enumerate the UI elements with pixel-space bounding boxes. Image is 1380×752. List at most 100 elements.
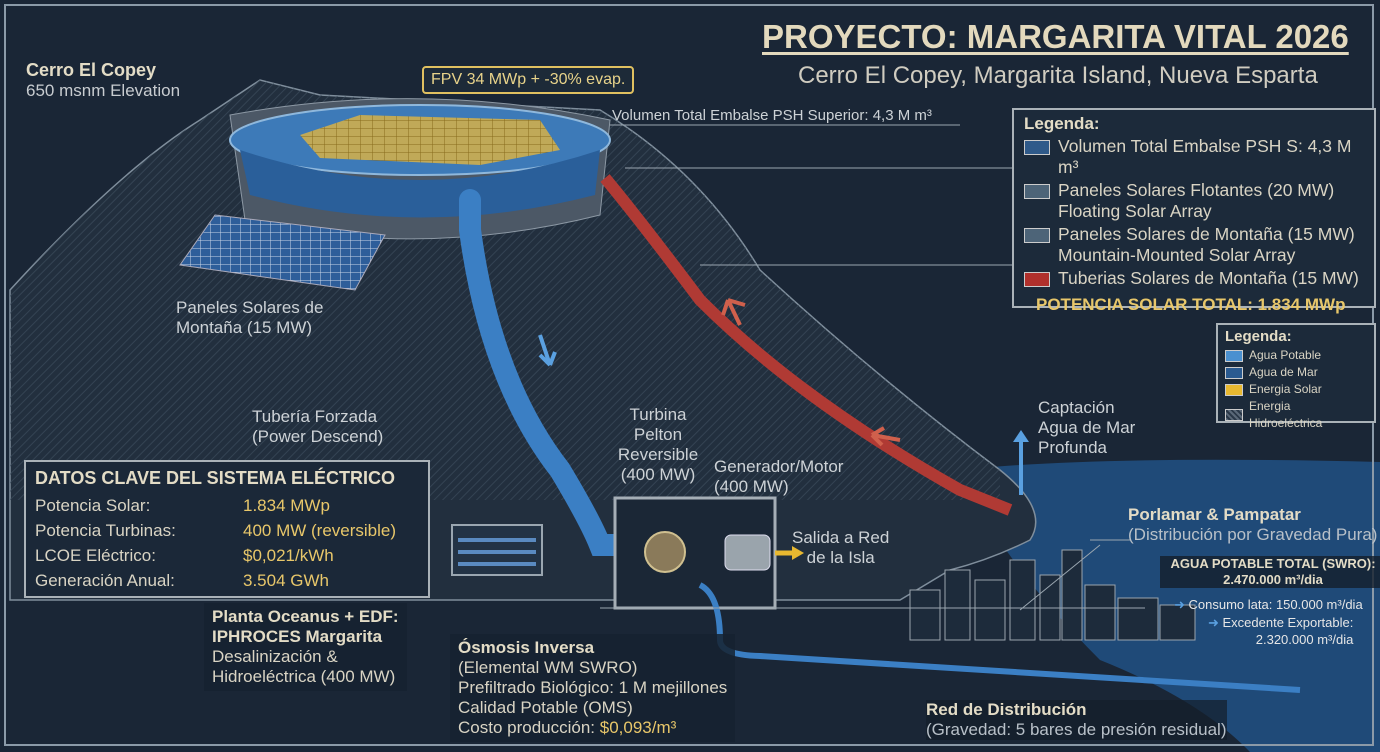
- plant-panel: Planta Oceanus + EDF: IPHROCES Margarita…: [204, 603, 407, 691]
- hydro-energy-swatch-icon: [1225, 409, 1243, 421]
- label-line: Montaña (15 MW): [176, 318, 313, 337]
- legend-item: Agua de Mar: [1225, 364, 1367, 381]
- osmosis-line: Calidad Potable (OMS): [458, 698, 633, 717]
- penstock-pipe: [459, 189, 661, 556]
- key-data-row: LCOE Eléctrico: $0,021/kWh: [35, 543, 419, 568]
- arrow-right-icon: ➜: [1174, 597, 1189, 612]
- page-subtitle: Cerro El Copey, Margarita Island, Nueva …: [798, 62, 1318, 89]
- legend-item: Energia Hidroeléctrica: [1225, 398, 1367, 432]
- mountain-elevation: 650 msnm Elevation: [26, 81, 181, 100]
- cost-label: Costo producción:: [458, 718, 600, 737]
- legend-item: Tuberias Solares de Montaña (15 MW): [1024, 268, 1364, 289]
- mountain-name: Cerro El Copey: [26, 60, 157, 80]
- seawater-pipe: [600, 174, 1013, 516]
- key-value: 3.504 GWh: [243, 571, 329, 590]
- consumption-line: ➜ Consumo lata: 150.000 m³/dia: [1174, 597, 1363, 613]
- label-line: Agua de Mar: [1038, 418, 1136, 437]
- mountain-label: Cerro El Copey 650 msnm Elevation: [26, 60, 180, 101]
- osmosis-line: Prefiltrado Biológico: 1 M mejillones: [458, 678, 728, 697]
- osmosis-line: (Elemental WM SWRO): [458, 658, 638, 677]
- label-line: Captación: [1038, 398, 1115, 417]
- pelton-turbine: [644, 531, 686, 573]
- mountain-solar-array: [179, 214, 386, 291]
- label-line: Reversible: [617, 445, 699, 464]
- fpv-callout: FPV 34 MWp + -30% evap.: [422, 66, 635, 94]
- solar-total: POTENCIA SOLAR TOTAL: 1.834 MWp: [1036, 295, 1346, 314]
- seawater-swatch-icon: [1225, 366, 1243, 379]
- legend-item: Volumen Total Embalse PSH S: 4,3 M m³: [1024, 136, 1364, 178]
- legend-solar: Legenda: Volumen Total Embalse PSH S: 4,…: [1012, 108, 1376, 314]
- legend-item: Agua Potable: [1225, 347, 1367, 364]
- water-total-value: 2.470.000 m³/dia: [1223, 572, 1323, 587]
- turbine-label: Turbina Pelton Reversible (400 MW): [610, 405, 706, 485]
- label-line: Profunda: [1038, 438, 1107, 457]
- legend-label: Energia Hidroeléctrica: [1249, 399, 1323, 430]
- water-total-panel: AGUA POTABLE TOTAL (SWRO): 2.470.000 m³/…: [1160, 556, 1380, 588]
- key-data-row: Potencia Solar:1.834 MWp: [35, 493, 419, 518]
- city-skyline: [909, 549, 1196, 641]
- mountain-solar-swatch-icon: [1024, 228, 1050, 243]
- label-line: (Power Descend): [252, 427, 384, 446]
- label-line: (400 MW): [714, 477, 789, 496]
- arrow-right-icon: ➜: [1208, 615, 1223, 630]
- label-line: Salida a Red: [792, 528, 890, 547]
- reservoir-label: Volumen Total Embalse PSH Superior: 4,3 …: [612, 107, 932, 124]
- potable-water-swatch-icon: [1225, 349, 1243, 362]
- label-line: Pelton: [633, 425, 683, 444]
- surplus-label: Excedente Exportable:: [1222, 615, 1354, 630]
- surplus-line: ➜ Excedente Exportable: 2.320.000 m³/dia: [1208, 614, 1353, 648]
- key-data-row: Potencia Turbinas: 400 MW (reversible): [35, 518, 419, 543]
- distribution-label: Red de Distribución (Gravedad: 5 bares d…: [926, 700, 1227, 740]
- label-line: (400 MW): [620, 465, 696, 484]
- key-data-panel: DATOS CLAVE DEL SISTEMA ELÉCTRICO Potenc…: [24, 460, 430, 598]
- surplus-value: 2.320.000 m³/dia: [1255, 632, 1354, 647]
- osmosis-panel: Ósmosis Inversa (Elemental WM SWRO) Pref…: [450, 634, 736, 742]
- key-label: LCOE Eléctrico:: [35, 546, 156, 565]
- distribution-title: Red de Distribución: [926, 700, 1087, 719]
- label-line: de la Isla: [806, 548, 875, 567]
- penstock-label: Tubería Forzada (Power Descend): [252, 407, 383, 447]
- grid-output-label: Salida a Red de la Isla: [792, 528, 889, 568]
- pipe-swatch-icon: [1024, 272, 1050, 287]
- city-subtitle: (Distribución por Gravedad Pura): [1128, 525, 1378, 544]
- legend-title: Legenda:: [1225, 328, 1292, 345]
- key-data-title: DATOS CLAVE DEL SISTEMA ELÉCTRICO: [35, 468, 396, 488]
- solar-energy-swatch-icon: [1225, 383, 1243, 396]
- label-line: Turbina: [629, 405, 687, 424]
- plant-desc: Hidroeléctrica (400 MW): [212, 667, 396, 686]
- plant-title: Planta Oceanus + EDF:: [212, 607, 399, 626]
- label-line: Tubería Forzada: [252, 407, 378, 426]
- legend-label: Volumen Total Embalse PSH S: 4,3 M m³: [1058, 136, 1352, 177]
- key-label: Potencia Turbinas:: [35, 521, 176, 540]
- legend-title: Legenda:: [1024, 114, 1100, 133]
- page-title: PROYECTO: MARGARITA VITAL 2026: [762, 18, 1349, 55]
- mountain-panels-label: Paneles Solares de Montaña (15 MW): [176, 298, 323, 338]
- consumption-text: Consumo lata: 150.000 m³/dia: [1188, 597, 1363, 612]
- osmosis-title: Ósmosis Inversa: [458, 638, 595, 657]
- key-label: Generación Anual:: [35, 571, 175, 590]
- key-value: $0,021/kWh: [243, 546, 334, 565]
- generator-label: Generador/Motor (400 MW): [714, 457, 843, 497]
- water-total-title: AGUA POTABLE TOTAL (SWRO):: [1170, 556, 1376, 571]
- legend-label: Mountain-Mounted Solar Array: [1058, 245, 1296, 265]
- key-value: 400 MW (reversible): [243, 521, 397, 540]
- plant-desc: Desalinización &: [212, 647, 338, 666]
- legend-label: Paneles Solares de Montaña (15 MW): [1058, 224, 1355, 244]
- floating-solar-array: [300, 115, 560, 165]
- distribution-subtitle: (Gravedad: 5 bares de presión residual): [926, 720, 1227, 739]
- legend-item: Paneles Solares Flotantes (20 MW)Floatin…: [1024, 180, 1364, 222]
- city-label: Porlamar & Pampatar (Distribución por Gr…: [1128, 505, 1377, 545]
- legend-item: Energia Solar: [1225, 381, 1367, 398]
- cost-value: $0,093/m³: [599, 718, 677, 737]
- legend-item: Paneles Solares de Montaña (15 MW)Mounta…: [1024, 224, 1364, 266]
- legend-label: Agua Potable: [1249, 348, 1322, 362]
- key-data-row: Generación Anual: 3.504 GWh: [35, 568, 419, 593]
- legend-label: Energia Solar: [1249, 382, 1322, 396]
- legend-flows: Legenda: Agua Potable Agua de Mar Energi…: [1216, 323, 1376, 430]
- intake-label: Captación Agua de Mar Profunda: [1038, 398, 1135, 458]
- floating-solar-swatch-icon: [1024, 184, 1050, 199]
- label-line: Paneles Solares de: [176, 298, 324, 317]
- key-label: Potencia Solar:: [35, 496, 151, 515]
- plant-name: IPHROCES Margarita: [212, 627, 383, 646]
- legend-label: Paneles Solares Flotantes (20 MW): [1058, 180, 1335, 200]
